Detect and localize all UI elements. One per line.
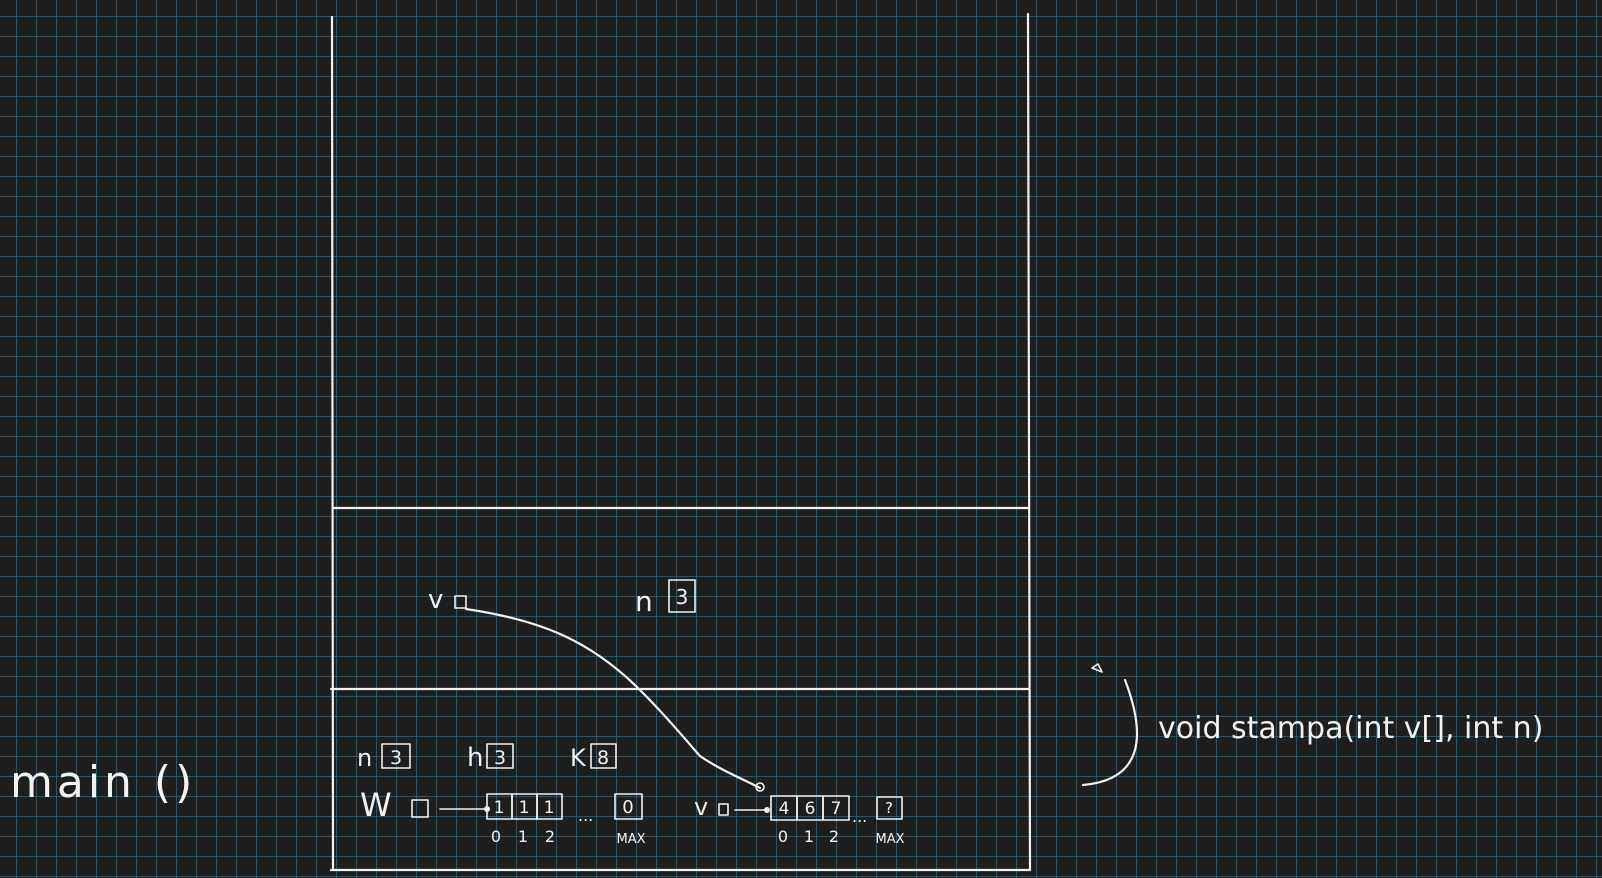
w-cell-2 (536, 793, 563, 820)
main-w-box (411, 799, 429, 818)
stack-left-wall (330, 15, 335, 872)
main-h-value: 3 (494, 747, 506, 769)
main-h-label: h (467, 743, 483, 773)
w-cell-2-value: 1 (544, 798, 555, 818)
call-arrow-head (1091, 663, 1103, 673)
w-cell-1-value: 1 (519, 798, 530, 818)
v-index-0: 0 (778, 827, 788, 846)
call-arrow (1081, 678, 1139, 787)
main-h-box (486, 743, 514, 769)
main-k-value: 8 (597, 747, 609, 769)
v-ellipsis: ... (852, 807, 867, 826)
main-label: main () (10, 757, 196, 808)
main-v-label: v (694, 793, 708, 821)
v-cell-2-value: 7 (831, 799, 842, 819)
main-w-label: W (360, 786, 392, 824)
v-cell-1-value: 6 (805, 799, 816, 819)
main-n-value: 3 (390, 747, 402, 769)
main-v-box (718, 803, 729, 816)
main-k-label: K (570, 744, 587, 772)
pointer-arrow-v-to-array (464, 607, 762, 790)
v-index-2: 2 (829, 827, 839, 846)
v-last-cell-value: ? (885, 799, 893, 817)
v-pointer-head (764, 807, 770, 813)
w-max-label: MAX (616, 832, 645, 847)
w-last-cell (614, 793, 643, 820)
stampa-n-value: 3 (676, 585, 689, 609)
v-last-cell (876, 796, 903, 820)
w-index-1: 1 (518, 827, 528, 846)
v-cell-0-value: 4 (779, 799, 790, 819)
pointer-arrow-head (755, 782, 765, 792)
v-max-label: MAX (875, 832, 904, 847)
v-index-1: 1 (804, 827, 814, 846)
w-ellipsis: ... (578, 806, 593, 825)
stampa-v-label: v (428, 585, 443, 615)
w-last-cell-value: 0 (622, 797, 633, 818)
main-n-box (381, 743, 411, 769)
main-n-label: n (357, 744, 372, 772)
stampa-n-label: n (635, 585, 653, 618)
stampa-frame: v n 3 (428, 579, 765, 792)
v-cell-2 (822, 795, 850, 821)
stampa-n-box (668, 579, 696, 613)
function-signature: void stampa(int v[], int n) (1158, 711, 1543, 746)
stampa-v-box (454, 595, 467, 609)
stack-right-wall (1026, 12, 1032, 872)
w-index-2: 2 (545, 827, 555, 846)
main-frame: n 3 h 3 K 8 W 1 1 1 ... 0 0 1 2 MAX v (357, 743, 905, 847)
w-index-0: 0 (491, 827, 501, 846)
w-cell-0-value: 1 (494, 798, 505, 818)
main-k-box (590, 743, 617, 769)
